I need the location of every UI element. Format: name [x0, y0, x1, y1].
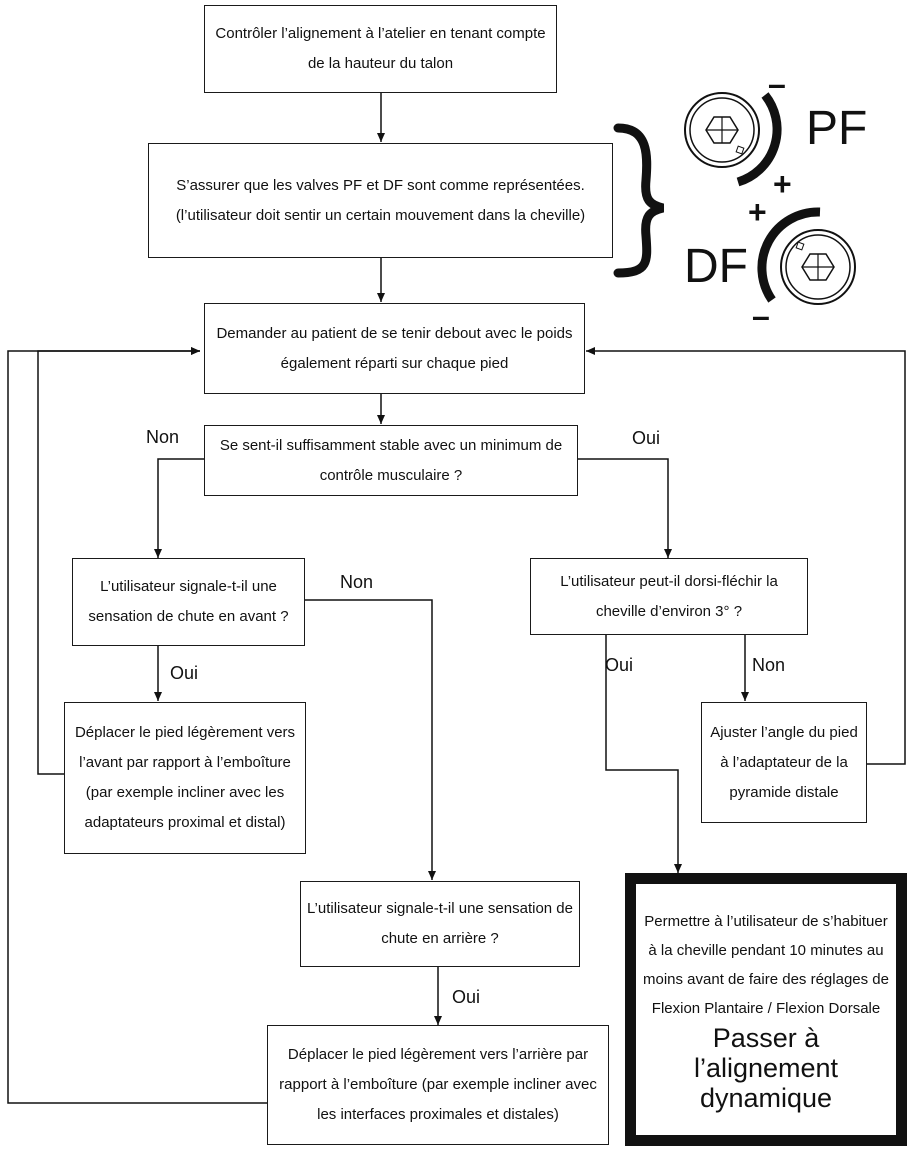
arrow-non-stable: [154, 458, 204, 558]
label-oui-forward: Oui: [170, 663, 199, 683]
pf-minus-sign: –: [768, 66, 786, 102]
decision-fall-back: L’utilisateur signale-t-il une sensation…: [300, 881, 580, 967]
decision-stable-text: Se sent-il suffisamment stable avec un m…: [219, 436, 563, 484]
final-step: Permettre à l’utilisateur de s’habituer …: [625, 873, 907, 1146]
step-valves: S’assurer que les valves PF et DF sont c…: [148, 143, 613, 258]
step-move-forward: Déplacer le pied légèrement vers l’avant…: [64, 702, 306, 854]
df-valve-icon: [757, 207, 856, 305]
arrow-oui-stable: [578, 458, 672, 558]
final-step-title: Passer à l’alignement dynamique: [693, 1022, 839, 1113]
decision-fall-forward: L’utilisateur signale-t-il une sensation…: [72, 558, 305, 646]
label-non-forward: Non: [340, 572, 374, 592]
df-plus-sign: +: [748, 194, 767, 230]
arrow-oui-dorsiflex: [605, 635, 682, 873]
step-adjust-angle-text: Ajuster l’angle du pied à l’adaptateur d…: [710, 723, 858, 801]
label-oui-dorsiflex: Oui: [605, 655, 634, 675]
step-adjust-angle: Ajuster l’angle du pied à l’adaptateur d…: [701, 702, 867, 823]
step-check-alignment: Contrôler l’alignement à l’atelier en te…: [204, 5, 557, 93]
step-check-alignment-text: Contrôler l’alignement à l’atelier en te…: [215, 25, 546, 72]
df-minus-sign: –: [752, 298, 770, 334]
label-non-dorsiflex: Non: [752, 655, 786, 675]
pf-label: PF: [806, 102, 868, 155]
pf-plus-sign: +: [773, 166, 792, 202]
final-step-text: Permettre à l’utilisateur de s’habituer …: [643, 912, 889, 1017]
label-oui-back: Oui: [452, 987, 481, 1007]
label-oui-stable: Oui: [632, 428, 661, 448]
step-move-back: Déplacer le pied légèrement vers l’arriè…: [267, 1025, 609, 1145]
step-valves-text: S’assurer que les valves PF et DF sont c…: [175, 176, 586, 224]
df-label: DF: [684, 240, 748, 293]
arrow-loop-back: [7, 347, 267, 1104]
decision-stable: Se sent-il suffisamment stable avec un m…: [204, 425, 578, 496]
step-stand: Demander au patient de se tenir debout a…: [204, 303, 585, 394]
arrow-non-forward: [304, 599, 436, 880]
curly-brace-icon: [613, 123, 665, 278]
step-move-forward-text: Déplacer le pied légèrement vers l’avant…: [74, 724, 296, 831]
pf-valve-icon: [684, 92, 782, 187]
step-stand-text: Demander au patient de se tenir debout a…: [216, 324, 573, 372]
decision-fall-back-text: L’utilisateur signale-t-il une sensation…: [307, 900, 573, 947]
decision-fall-forward-text: L’utilisateur signale-t-il une sensation…: [88, 578, 289, 625]
step-move-back-text: Déplacer le pied légèrement vers l’arriè…: [279, 1046, 597, 1123]
decision-dorsiflex: L’utilisateur peut-il dorsi-fléchir la c…: [530, 558, 808, 635]
label-non-stable: Non: [146, 427, 180, 447]
decision-dorsiflex-text: L’utilisateur peut-il dorsi-fléchir la c…: [560, 572, 778, 620]
arrow-loop-adjust: [586, 347, 906, 765]
